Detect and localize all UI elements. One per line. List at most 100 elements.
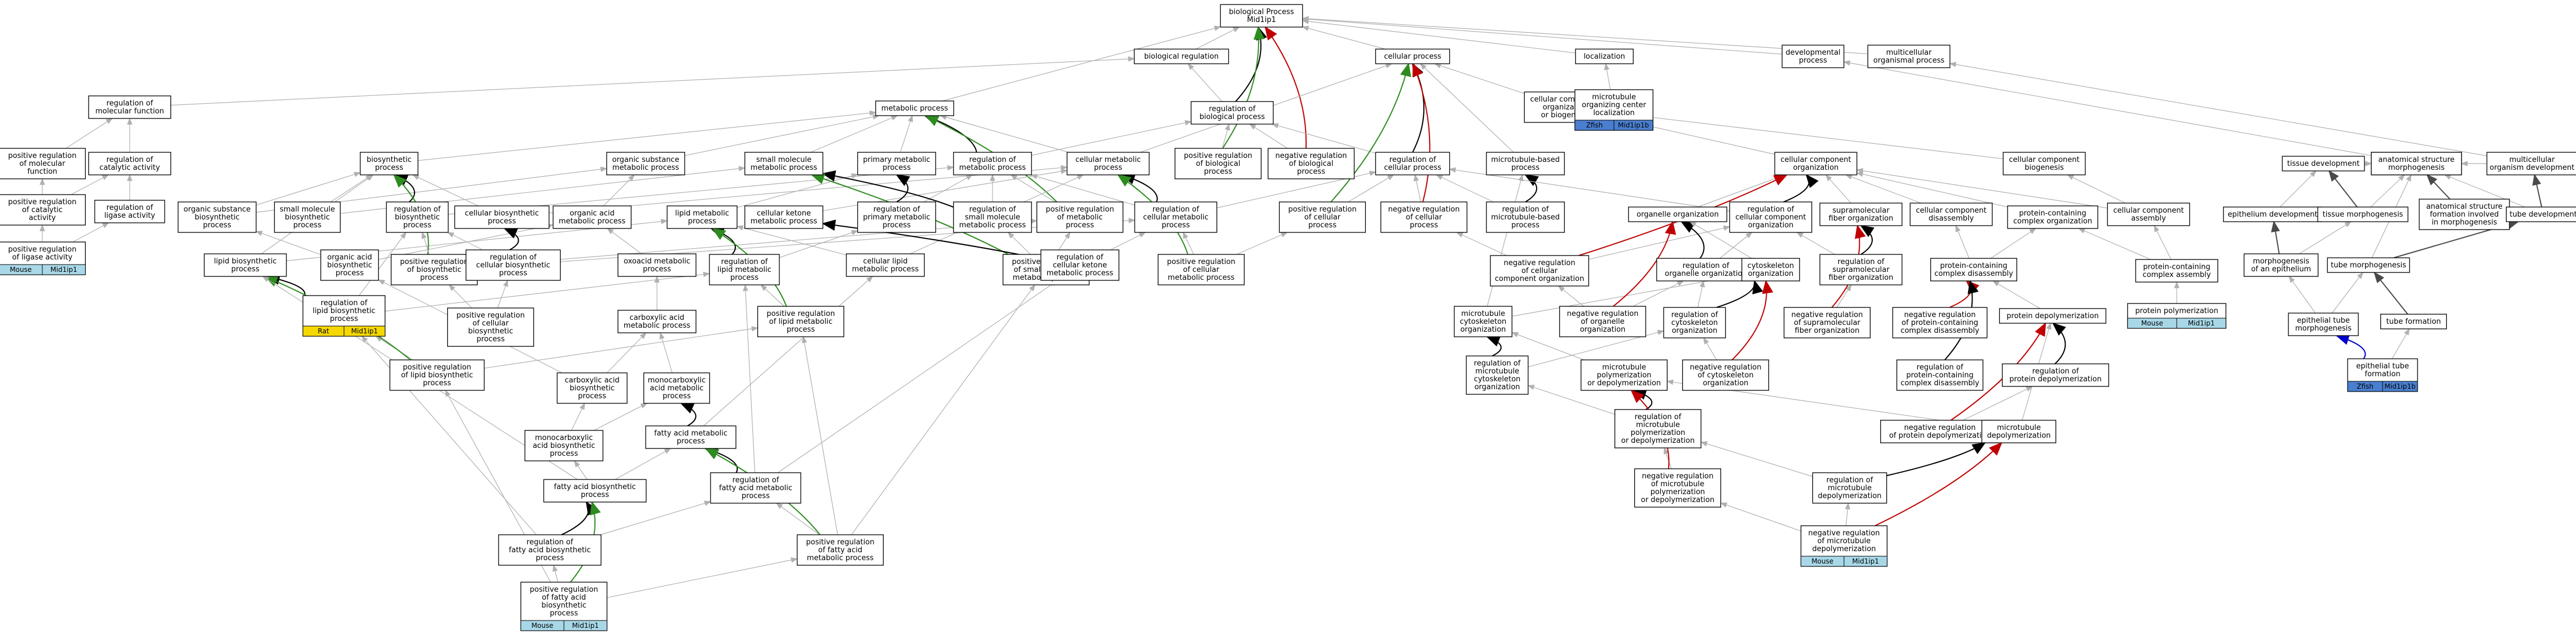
edge-is-a bbox=[1856, 168, 2108, 209]
node-box bbox=[1375, 152, 1450, 175]
node-box bbox=[2380, 314, 2447, 329]
edge-is-a bbox=[659, 332, 673, 373]
node-box bbox=[1880, 420, 2000, 443]
edge-is-a bbox=[1110, 232, 1146, 250]
edge-is-a bbox=[760, 284, 785, 307]
node-label: organization bbox=[1748, 221, 1794, 230]
edge-is-a bbox=[574, 460, 588, 480]
gene-cell bbox=[42, 264, 86, 275]
node-label: morphogenesis bbox=[2253, 257, 2309, 266]
node-box bbox=[1220, 4, 1303, 28]
node-box bbox=[1486, 201, 1565, 233]
node-label: carboxylic acid bbox=[564, 376, 619, 385]
node-label: metabolic process bbox=[624, 322, 691, 330]
node-label: cellular ketone bbox=[757, 209, 811, 218]
node-label: regulation of bbox=[1671, 311, 1718, 319]
node-label: process bbox=[730, 274, 758, 282]
edge-is-a bbox=[899, 115, 913, 153]
node-box bbox=[1174, 148, 1262, 179]
node-box bbox=[1682, 359, 1770, 391]
node-label: of microtubule bbox=[1818, 537, 1871, 545]
node-label: of cytoskeleton bbox=[1697, 371, 1753, 380]
edge-is-a bbox=[593, 403, 648, 431]
edge-part-of bbox=[2271, 221, 2281, 254]
node-label: depolymerization bbox=[1987, 432, 2050, 440]
edge-is-a bbox=[1703, 337, 1717, 360]
node-label: process bbox=[375, 164, 403, 172]
edge-is-a bbox=[447, 232, 483, 250]
edge-is-a bbox=[810, 115, 898, 153]
go-term-node: cellular process bbox=[1375, 49, 1450, 64]
node-label: process bbox=[330, 315, 358, 323]
node-label: of cellular bbox=[1304, 213, 1341, 222]
node-box bbox=[1656, 258, 1755, 281]
node-label: biogenesis bbox=[2024, 164, 2064, 172]
node-label: process bbox=[643, 265, 671, 274]
go-term-node: tube development bbox=[2506, 206, 2576, 222]
node-label: process bbox=[1410, 221, 1438, 230]
node-label: of molecular bbox=[19, 160, 65, 168]
node-label: microtubule bbox=[1461, 310, 1505, 318]
node-label: formation involved bbox=[2430, 210, 2499, 219]
node-label: component organization bbox=[1495, 275, 1585, 283]
edge-regulates bbox=[1633, 389, 1653, 410]
node-label: lipid biosynthetic bbox=[312, 307, 375, 315]
node-label: biosynthetic bbox=[570, 384, 615, 393]
node-label: localization bbox=[1593, 109, 1635, 117]
node-label: positive regulation bbox=[766, 310, 835, 318]
edge-is-a bbox=[2067, 174, 2126, 204]
node-label: small molecule bbox=[280, 205, 335, 214]
edge-is-a bbox=[1216, 170, 1377, 209]
edge-is-a bbox=[552, 564, 558, 583]
go-term-node: tube morphogenesis bbox=[2327, 257, 2410, 273]
gene-label: Mid1ip1 bbox=[351, 327, 378, 335]
species-label: Mouse bbox=[1811, 557, 1833, 565]
edge-regulates bbox=[2052, 322, 2066, 364]
node-label: regulation of bbox=[394, 205, 441, 214]
gene-cell bbox=[563, 620, 607, 631]
node-label: carboxylic acid bbox=[629, 314, 684, 322]
node-label: negative regulation bbox=[1503, 259, 1575, 267]
node-label: cellular process bbox=[1384, 164, 1441, 172]
node-label: regulation of bbox=[1474, 359, 1521, 368]
node-box bbox=[953, 201, 1032, 233]
species-label: Mouse bbox=[10, 266, 32, 274]
node-label: process bbox=[677, 437, 705, 446]
node-label: organization bbox=[1703, 379, 1749, 388]
node-label: tube morphogenesis bbox=[2331, 261, 2406, 270]
node-label: of cellular bbox=[1406, 213, 1443, 222]
species-label: Rat bbox=[318, 327, 329, 335]
node-label: process bbox=[499, 269, 527, 278]
edge-is-a bbox=[1302, 25, 1386, 50]
node-label: biological regulation bbox=[1144, 52, 1219, 61]
edge-is-a bbox=[924, 174, 973, 203]
node-label: negative regulation bbox=[1275, 152, 1347, 160]
node-label: small molecule bbox=[965, 213, 1020, 222]
node-box bbox=[1634, 468, 1722, 508]
node-label: of cellular bbox=[1183, 266, 1220, 274]
edge-regulates bbox=[1860, 225, 1874, 255]
